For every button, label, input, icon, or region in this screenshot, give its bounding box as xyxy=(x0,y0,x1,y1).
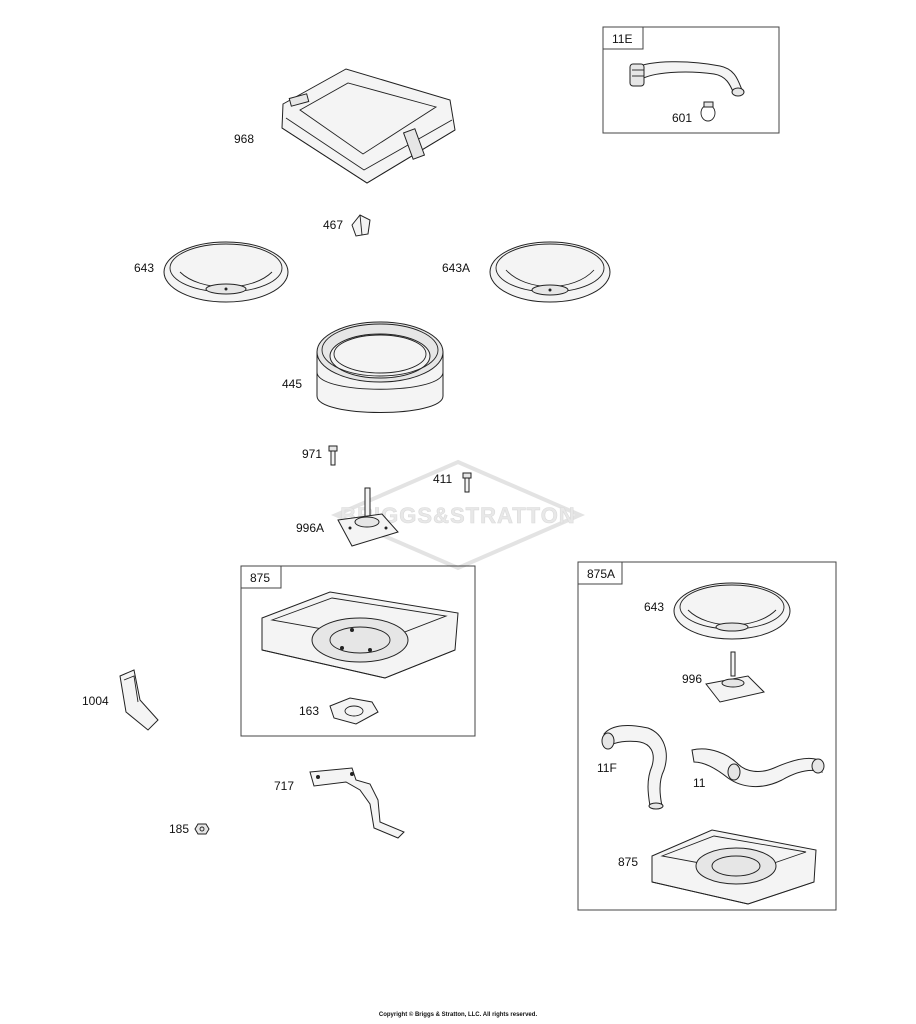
part-label-717: 717 xyxy=(274,779,294,793)
gasket-163 xyxy=(329,697,379,725)
part-label-11F: 11F xyxy=(597,761,617,775)
part-label-643-kit: 643 xyxy=(644,600,664,614)
air-cleaner-base-875 xyxy=(261,591,459,679)
kit-label-11E: 11E xyxy=(612,32,632,46)
part-label-1004: 1004 xyxy=(82,694,109,708)
bracket-717 xyxy=(309,767,405,839)
part-label-445: 445 xyxy=(282,377,302,391)
breather-hose-11 xyxy=(691,748,825,787)
part-label-643: 643 xyxy=(134,261,154,275)
screw-971 xyxy=(328,445,338,466)
breather-hose-11F xyxy=(601,725,667,810)
part-label-875-kit: 875 xyxy=(618,855,638,869)
part-label-163: 163 xyxy=(299,704,319,718)
part-label-467: 467 xyxy=(323,218,343,232)
part-label-643A: 643A xyxy=(442,261,470,275)
breather-hose-11E xyxy=(629,61,745,97)
knob-467 xyxy=(351,214,371,237)
part-label-996: 996 xyxy=(682,672,702,686)
bracket-996A xyxy=(337,487,399,547)
air-cleaner-cover-968 xyxy=(281,68,456,184)
part-label-971: 971 xyxy=(302,447,322,461)
air-guide-1004 xyxy=(119,669,159,731)
part-label-185: 185 xyxy=(169,822,189,836)
copyright-notice: Copyright © Briggs & Stratton, LLC. All … xyxy=(378,1012,538,1018)
pre-cleaner-643-kit xyxy=(673,582,791,640)
screw-411 xyxy=(462,472,472,493)
kit-label-875: 875 xyxy=(250,571,270,585)
hose-clamp-601 xyxy=(700,101,716,122)
pre-cleaner-643 xyxy=(163,241,289,303)
kit-box-875: 875 xyxy=(240,565,476,737)
air-filter-cartridge-445 xyxy=(316,321,444,413)
part-label-968: 968 xyxy=(234,132,254,146)
part-label-601: 601 xyxy=(672,111,692,125)
bracket-996 xyxy=(705,651,765,703)
kit-box-11E: 11E xyxy=(602,26,780,134)
pre-cleaner-643A xyxy=(489,241,611,303)
kit-box-875A: 875A xyxy=(577,561,837,911)
air-cleaner-base-875-kit xyxy=(651,829,817,905)
part-label-996A: 996A xyxy=(296,521,324,535)
part-label-11: 11 xyxy=(693,776,706,790)
nut-185 xyxy=(194,823,210,835)
part-label-411: 411 xyxy=(433,472,452,486)
kit-label-875A: 875A xyxy=(587,567,615,581)
